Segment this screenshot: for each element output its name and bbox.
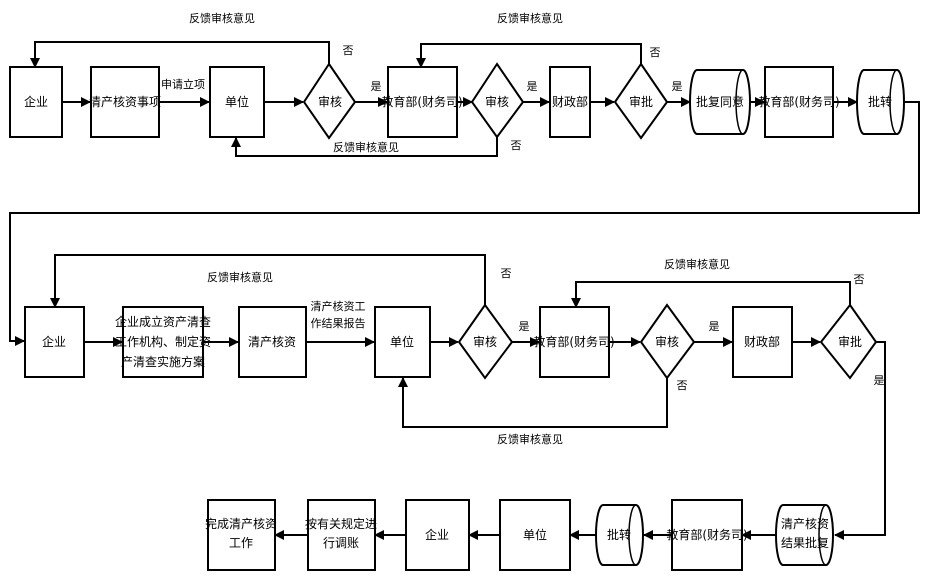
svg-text:清产核资: 清产核资 <box>248 335 296 349</box>
svg-text:完成清产核资: 完成清产核资 <box>205 516 277 531</box>
no-label: 否 <box>677 379 688 392</box>
no-label: 否 <box>501 267 512 280</box>
decision-review-1: 审核 <box>302 62 357 140</box>
feedback-label: 反馈审核意见 <box>497 11 563 25</box>
svg-text:按有关规定进: 按有关规定进 <box>305 516 377 531</box>
svg-text:批复同意: 批复同意 <box>696 94 744 109</box>
svg-text:教育部(财务司): 教育部(财务司) <box>758 94 839 109</box>
node-enterprise-2: 企业 <box>24 306 85 378</box>
node-unit-2: 单位 <box>374 306 431 378</box>
node-edu-finance-2: 教育部(财务司) <box>758 66 840 138</box>
node-unit-3: 单位 <box>499 499 571 571</box>
svg-text:企业成立资产清查: 企业成立资产清查 <box>115 314 211 329</box>
decision-review-2: 审核 <box>470 62 525 139</box>
node-setup-plan: 企业成立资产清查 工作机构、制定资 产清查实施方案 <box>115 306 211 378</box>
node-approval-agreed: 批复同意 <box>689 69 751 135</box>
svg-text:教育部(财务司): 教育部(财务司) <box>533 334 614 349</box>
svg-text:工作: 工作 <box>229 536 253 550</box>
label-yes: 是 <box>371 80 382 93</box>
node-enterprise-3: 企业 <box>405 499 470 571</box>
label-apply: 申请立项 <box>161 77 205 91</box>
label-report-line2: 作结果报告 <box>311 316 366 330</box>
label-report-line1: 清产核资工 <box>311 299 366 313</box>
svg-text:审核: 审核 <box>655 334 679 349</box>
svg-text:单位: 单位 <box>225 94 249 109</box>
svg-text:清产核资事项: 清产核资事项 <box>89 95 161 109</box>
svg-text:审核: 审核 <box>473 334 497 349</box>
svg-text:审批: 审批 <box>838 334 862 349</box>
svg-text:行调账: 行调账 <box>323 536 359 550</box>
decision-approve-1: 审批 <box>613 62 669 140</box>
feedback-label: 反馈审核意见 <box>497 432 563 446</box>
feedback-label: 反馈审核意见 <box>333 140 399 154</box>
svg-text:清产核资: 清产核资 <box>781 517 829 531</box>
label-yes: 是 <box>874 374 885 387</box>
svg-text:教育部(财务司): 教育部(财务司) <box>381 94 462 109</box>
node-verify-items: 清产核资事项 <box>89 66 161 138</box>
feedback-label: 反馈审核意见 <box>189 11 255 25</box>
feedback-label: 反馈审核意见 <box>664 257 730 271</box>
node-verify: 清产核资 <box>238 306 307 378</box>
node-edu-finance-3: 教育部(财务司) <box>533 306 615 378</box>
no-label: 否 <box>650 46 661 59</box>
row2-connectors <box>50 254 886 540</box>
node-enterprise-1: 企业 <box>9 66 63 138</box>
row1-connectors <box>9 41 920 346</box>
label-yes: 是 <box>709 320 720 333</box>
no-label: 否 <box>511 139 522 152</box>
svg-text:财政部: 财政部 <box>552 94 588 109</box>
node-unit-1: 单位 <box>209 66 265 138</box>
node-complete: 完成清产核资 工作 <box>205 499 277 571</box>
no-label: 否 <box>854 273 865 286</box>
node-finance-ministry-1: 财政部 <box>549 66 591 138</box>
svg-text:批转: 批转 <box>607 527 631 542</box>
node-edu-finance-1: 教育部(财务司) <box>381 66 463 138</box>
svg-text:结果批复: 结果批复 <box>781 535 829 550</box>
svg-text:审批: 审批 <box>629 94 653 109</box>
svg-text:工作机构、制定资: 工作机构、制定资 <box>115 334 211 349</box>
node-result-approval: 清产核资 结果批复 <box>775 504 834 566</box>
svg-text:产清查实施方案: 产清查实施方案 <box>121 354 205 369</box>
node-adjust-accounts: 按有关规定进 行调账 <box>305 499 377 571</box>
decision-review-4: 审核 <box>639 303 696 380</box>
svg-text:审核: 审核 <box>485 94 509 109</box>
decision-approve-2: 审批 <box>819 303 878 380</box>
svg-text:财政部: 财政部 <box>744 334 780 349</box>
svg-text:企业: 企业 <box>425 527 449 542</box>
feedback-label: 反馈审核意见 <box>207 270 273 284</box>
svg-text:审核: 审核 <box>318 94 342 109</box>
svg-text:单位: 单位 <box>523 527 547 542</box>
node-finance-ministry-2: 财政部 <box>732 306 793 378</box>
node-edu-finance-4: 教育部(财务司) <box>666 499 748 571</box>
no-label: 否 <box>343 44 354 57</box>
label-yes: 是 <box>519 320 530 333</box>
node-forward-2: 批转 <box>595 504 644 566</box>
svg-text:教育部(财务司): 教育部(财务司) <box>666 527 747 542</box>
svg-text:企业: 企业 <box>24 94 48 109</box>
node-forward-1: 批转 <box>856 69 905 135</box>
decision-review-3: 审核 <box>457 303 514 380</box>
label-yes: 是 <box>527 80 538 93</box>
svg-text:批转: 批转 <box>868 94 892 109</box>
svg-text:企业: 企业 <box>42 334 66 349</box>
label-yes: 是 <box>672 80 683 93</box>
svg-text:单位: 单位 <box>390 334 414 349</box>
